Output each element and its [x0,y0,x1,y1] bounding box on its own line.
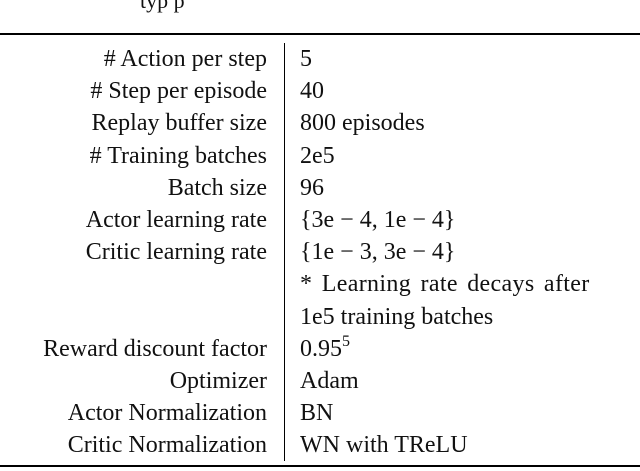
table-bottom-rule [0,465,640,467]
parameter-label: # Training batches [89,142,267,169]
parameter-label: Replay buffer size [91,110,268,137]
table-row: Replay buffer size 800 episodes [0,107,640,139]
table-row: 1e5 training batches [0,301,640,333]
parameter-value: 2e5 [300,142,335,169]
table-row: Actor Normalization BN [0,397,640,429]
learning-rate-note-continued: 1e5 training batches [300,303,494,330]
caption-fragment: typ p [140,0,185,13]
parameter-label: Actor Normalization [67,400,267,427]
table-row: # Training batches 2e5 [0,140,640,172]
table-row: Optimizer Adam [0,365,640,397]
hyperparameter-table: # Action per step 5 # Step per episode 4… [0,43,640,461]
parameter-value: 5 [300,46,312,72]
parameter-label: # Step per episode [90,78,267,105]
table-row: Critic Normalization WN with TReLU [0,429,640,461]
learning-rate-note: * Learning rate decays after [300,271,590,298]
parameter-value: 96 [300,174,324,201]
table-row: Reward discount factor 0.955 [0,333,640,365]
parameter-label: Critic learning rate [85,239,267,266]
parameter-label: Reward discount factor [43,335,267,362]
parameter-value: Adam [300,367,359,394]
table-row: Critic learning rate {1e − 3, 3e − 4} [0,236,640,268]
parameter-value: BN [300,400,334,427]
parameter-value: 0.955 [300,333,350,365]
parameter-value: {3e − 4, 1e − 4} [300,206,456,233]
parameter-label: Critic Normalization [67,432,267,459]
table-row: Batch size 96 [0,172,640,204]
parameter-label: Batch size [167,174,267,201]
table-row: # Step per episode 40 [0,75,640,107]
parameter-value: 40 [300,78,324,105]
discount-base: 0.95 [300,335,342,362]
discount-exponent: 5 [342,332,350,350]
parameter-label: # Action per step [103,46,267,72]
table-top-rule [0,33,640,35]
parameter-value: {1e − 3, 3e − 4} [300,239,456,266]
parameter-value: 800 episodes [300,110,425,137]
parameter-label: Actor learning rate [85,206,267,233]
table-row: * Learning rate decays after [0,268,640,300]
table-column-divider [284,43,285,461]
table-row: # Action per step 5 [0,43,640,75]
parameter-label: Optimizer [169,367,267,394]
table-row: Actor learning rate {3e − 4, 1e − 4} [0,204,640,236]
parameter-value: WN with TReLU [300,432,468,459]
